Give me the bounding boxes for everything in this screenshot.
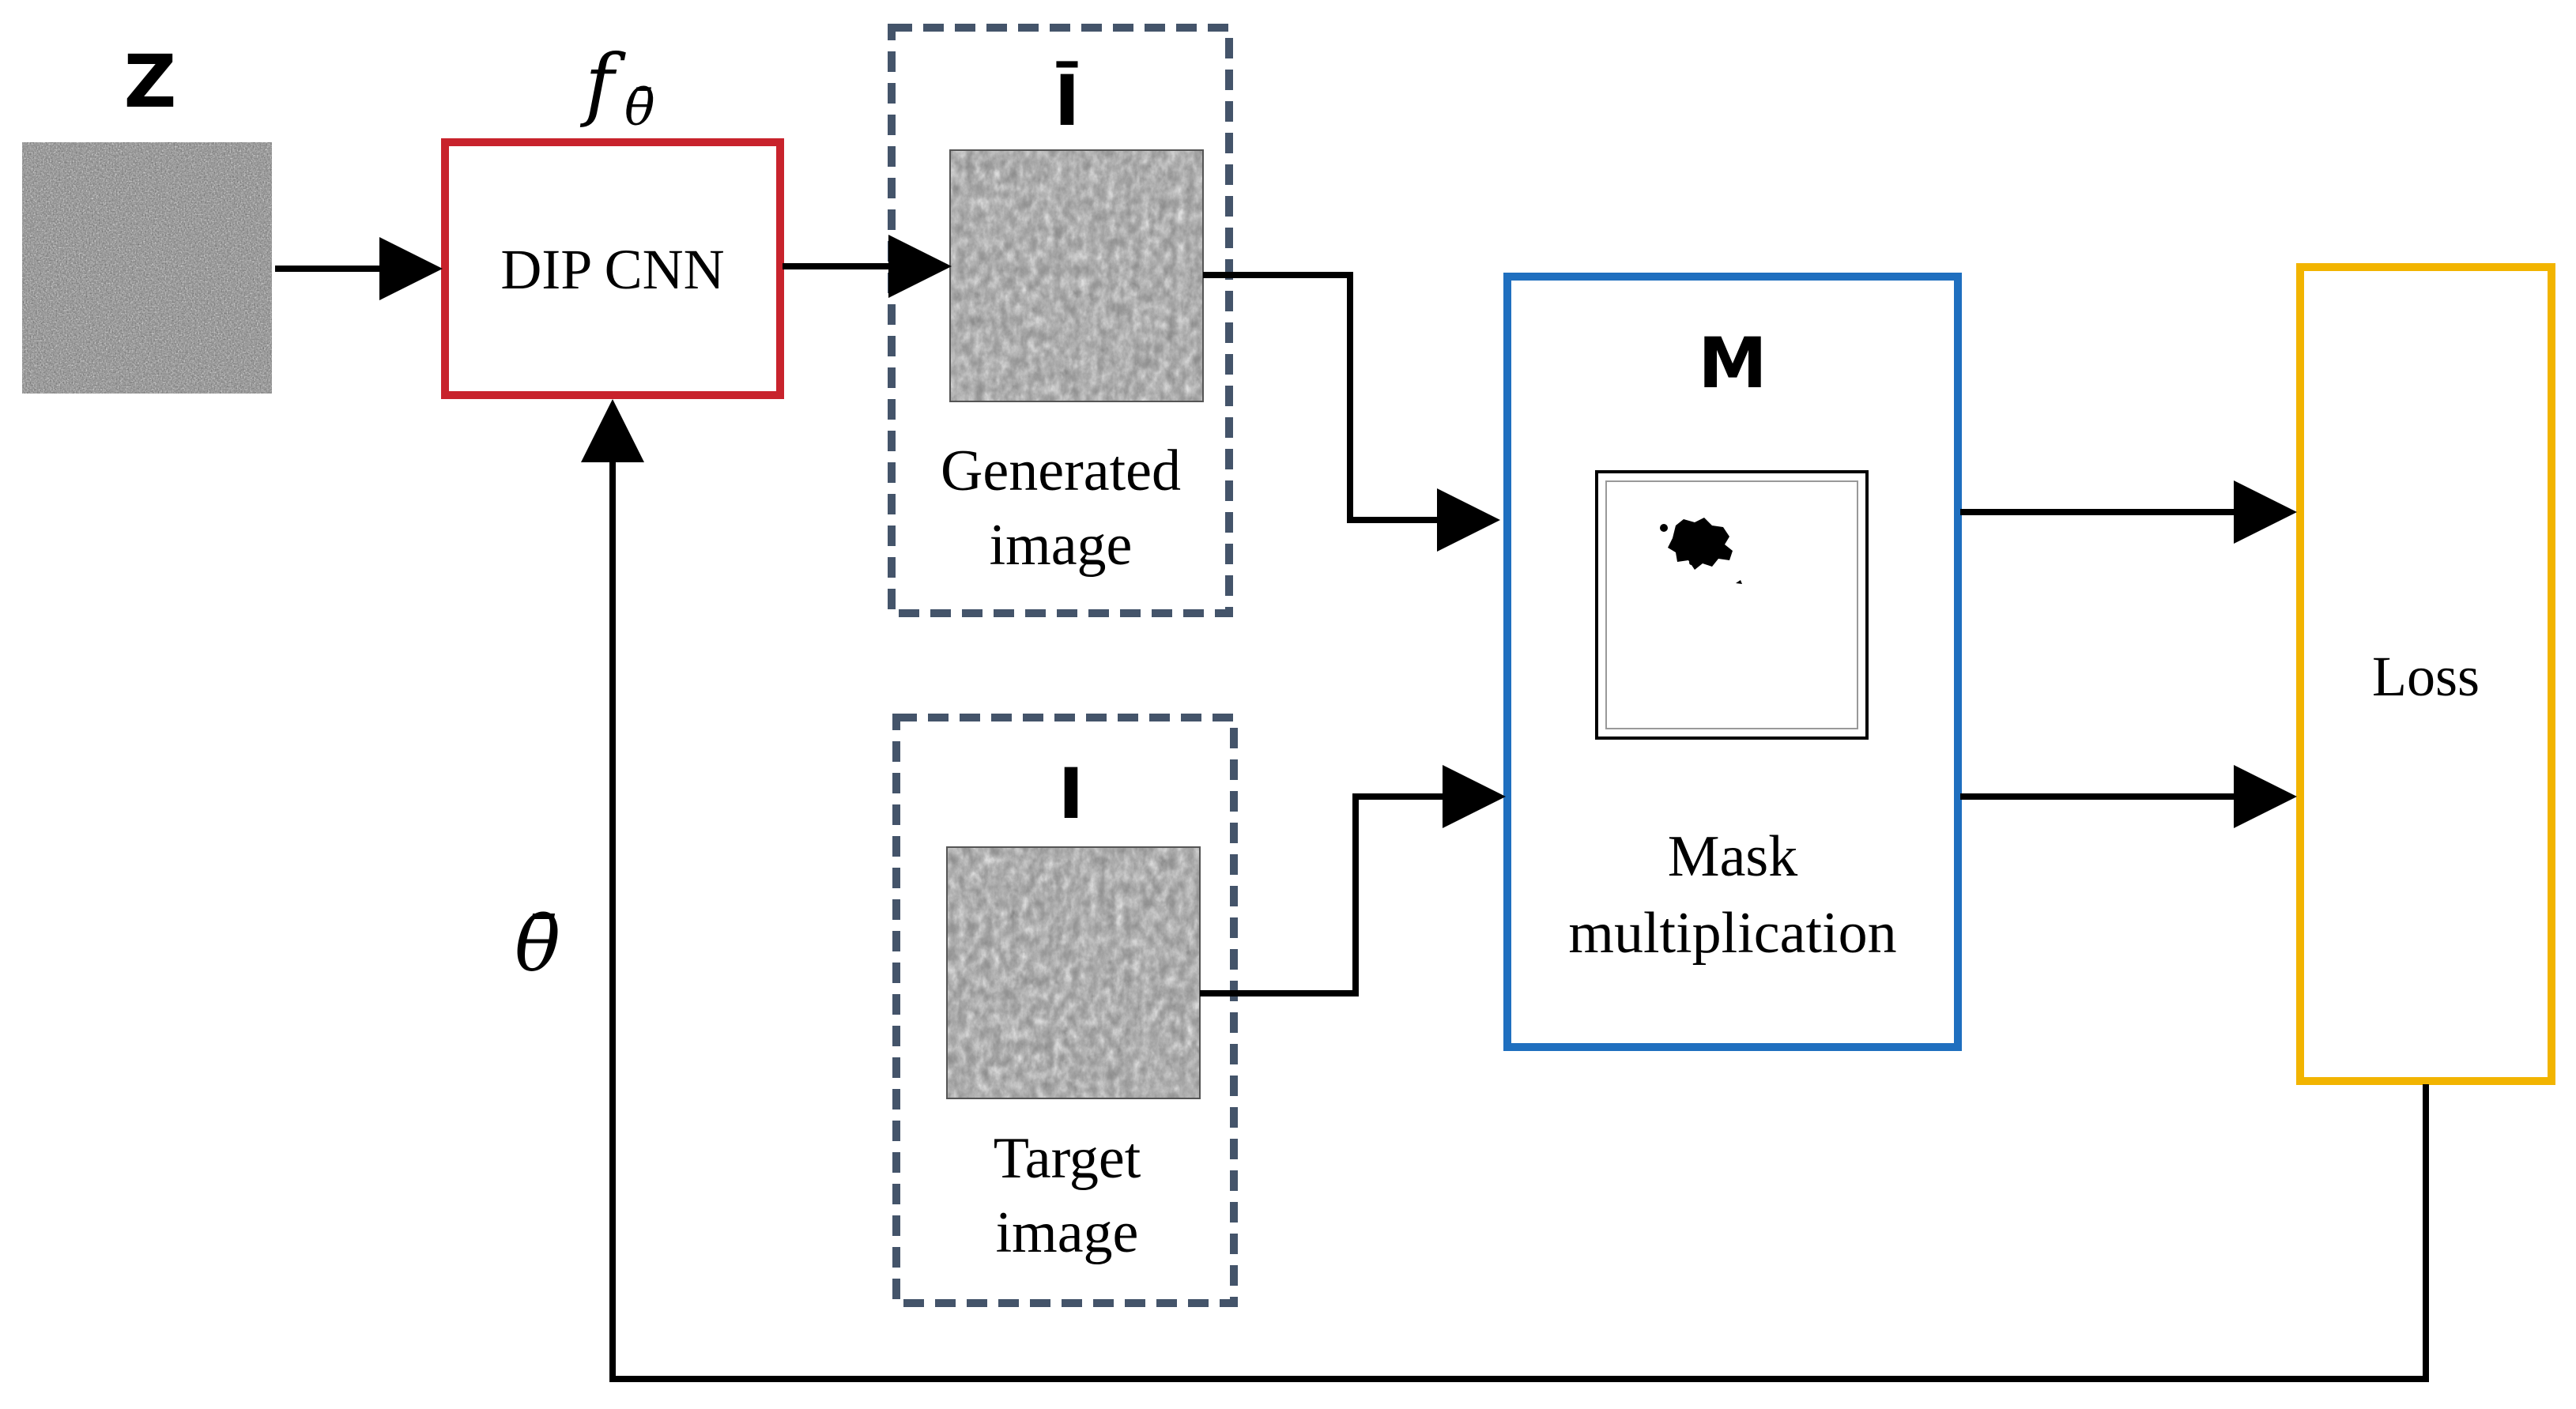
target-symbol: I — [1058, 753, 1084, 834]
loss-label: Loss — [2372, 645, 2480, 708]
generated-image — [949, 149, 1204, 402]
arrow-generated-to-mask — [1203, 272, 1500, 552]
mask-symbol: M — [1698, 322, 1767, 404]
generated-image-box — [888, 24, 1233, 617]
arrow-loss-feedback-to-dip — [581, 399, 2429, 1382]
feedback-param-label: θ̄ — [515, 900, 560, 989]
svg-text:θ̄: θ̄ — [624, 79, 655, 138]
mask-caption-line2: multiplication — [1568, 901, 1896, 966]
generated-symbol: Ī — [1054, 60, 1081, 141]
mask-caption-line1: Mask — [1668, 824, 1797, 889]
target-caption-line1: Target — [994, 1126, 1141, 1191]
mask-image — [1595, 470, 1869, 740]
noise-label: Z — [124, 40, 177, 124]
arrow-target-to-mask — [1200, 765, 1506, 996]
network-function-label: f θ̄ — [579, 37, 655, 138]
dip-cnn-block — [441, 138, 784, 399]
target-image-box — [892, 714, 1238, 1307]
noise-image — [22, 142, 272, 394]
svg-text:f: f — [579, 37, 626, 130]
generated-caption-line2: image — [990, 513, 1133, 578]
dip-cnn-label: DIP CNN — [500, 238, 724, 301]
loss-block — [2296, 263, 2555, 1085]
generated-caption-line1: Generated — [941, 439, 1181, 503]
target-image — [946, 846, 1201, 1099]
target-caption-line2: image — [996, 1200, 1139, 1265]
